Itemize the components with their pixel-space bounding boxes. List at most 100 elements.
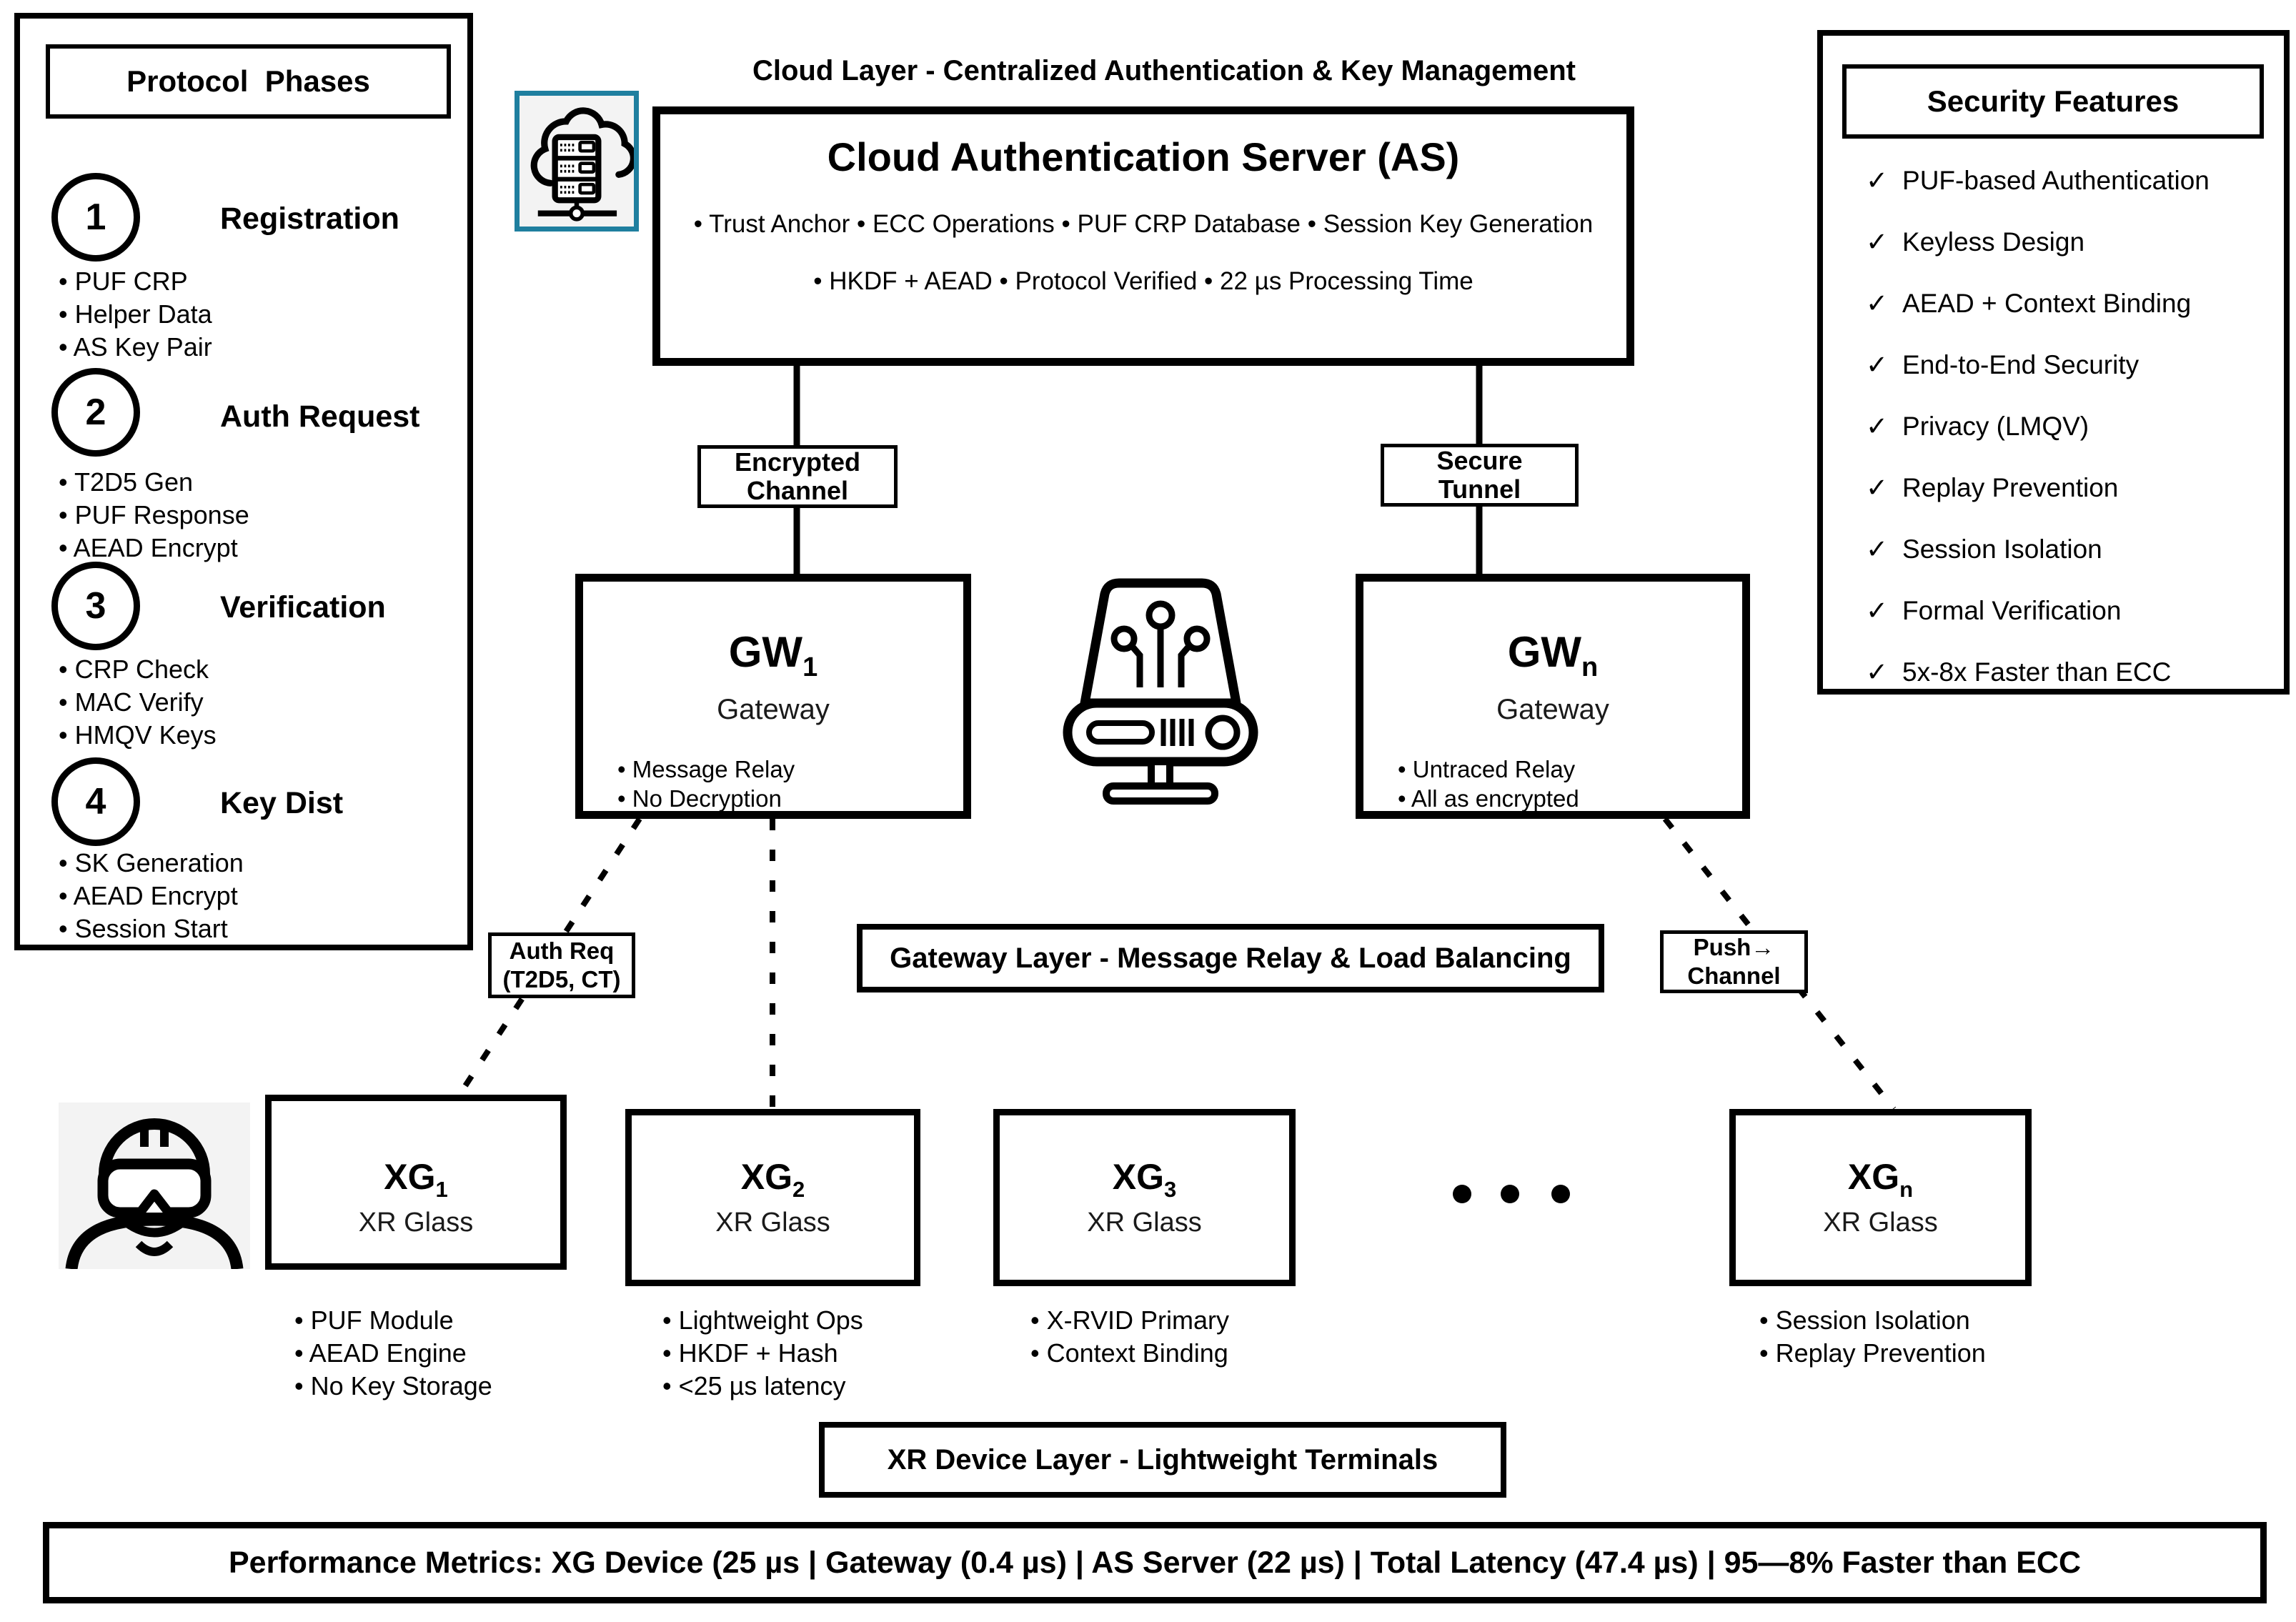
router-icon xyxy=(1063,578,1258,805)
list-item: ✓5x-8x Faster than ECC xyxy=(1866,657,2172,687)
list-item: SK Generation xyxy=(59,847,244,880)
list-item: Context Binding xyxy=(1030,1337,1229,1370)
gateway-n-box: GWn Gateway Untraced Relay All as encryp… xyxy=(1356,574,1750,819)
list-item: Untraced Relay xyxy=(1398,755,1579,784)
encrypted-channel-label: Encrypted Channel xyxy=(697,445,898,508)
auth-req-label: Auth Req (T2D5, CT) xyxy=(488,932,635,998)
label-line: Channel xyxy=(1687,962,1781,989)
xg1-name: XG1 xyxy=(384,1157,448,1202)
label-line: Auth Req xyxy=(509,937,615,964)
list-item: AEAD Encrypt xyxy=(59,880,244,912)
phase-4-title: Key Dist xyxy=(220,786,344,820)
protocol-phases-title: Protocol Phases xyxy=(46,44,451,119)
list-item: Lightweight Ops xyxy=(662,1304,863,1337)
check-icon: ✓ xyxy=(1866,473,1889,502)
xg2-role: XR Glass xyxy=(715,1207,830,1238)
secure-tunnel-label: Secure Tunnel xyxy=(1381,444,1579,507)
list-item: AEAD Encrypt xyxy=(59,532,249,564)
protocol-phases-panel: Protocol Phases 1 Registration PUF CRP H… xyxy=(14,13,473,950)
list-item: Message Relay xyxy=(617,755,795,784)
check-icon: ✓ xyxy=(1866,350,1889,379)
list-item: ✓AEAD + Context Binding xyxy=(1866,289,2192,318)
list-item: PUF CRP xyxy=(59,265,212,298)
cloud-layer-heading: Cloud Layer - Centralized Authentication… xyxy=(752,54,1576,86)
label-line: Secure xyxy=(1436,446,1523,475)
phase-1-title: Registration xyxy=(220,201,399,236)
phase-2-number-badge: 2 xyxy=(51,368,140,457)
xgn-box: XGn XR Glass xyxy=(1729,1109,2032,1286)
gateway-layer-heading: Gateway Layer - Message Relay & Load Bal… xyxy=(857,924,1604,992)
xgn-role: XR Glass xyxy=(1823,1207,1938,1238)
list-item: No Decryption xyxy=(617,784,795,813)
phase-3-number-badge: 3 xyxy=(51,562,140,650)
xr-device-layer-heading: XR Device Layer - Lightweight Terminals xyxy=(819,1422,1506,1498)
check-icon: ✓ xyxy=(1866,412,1889,441)
xg3-role: XR Glass xyxy=(1087,1207,1202,1238)
list-item: X-RVID Primary xyxy=(1030,1304,1229,1337)
phase-4-number-badge: 4 xyxy=(51,757,140,846)
security-features-panel: Security Features ✓PUF-based Authenticat… xyxy=(1817,30,2290,695)
phase-2-items: T2D5 Gen PUF Response AEAD Encrypt xyxy=(59,466,249,564)
list-item: ✓Replay Prevention xyxy=(1866,473,2119,502)
list-item: ✓End-to-End Security xyxy=(1866,350,2140,379)
gateway-1-name: GW1 xyxy=(728,627,818,682)
gateway-n-name: GWn xyxy=(1507,627,1599,682)
list-item: ✓Privacy (LMQV) xyxy=(1866,412,2089,441)
list-item: ✓Session Isolation xyxy=(1866,534,2102,564)
check-icon: ✓ xyxy=(1866,657,1889,687)
gateway-1-role: Gateway xyxy=(717,693,830,725)
list-item: PUF Module xyxy=(294,1304,492,1337)
xgn-items: Session Isolation Replay Prevention xyxy=(1759,1304,1986,1370)
list-item: Helper Data xyxy=(59,298,212,331)
xgn-name: XGn xyxy=(1847,1157,1914,1202)
xg3-box: XG3 XR Glass xyxy=(993,1109,1296,1286)
cloud-auth-server-box: Cloud Authentication Server (AS) • Trust… xyxy=(652,106,1634,366)
list-item: MAC Verify xyxy=(59,686,217,719)
phase-3-title: Verification xyxy=(220,590,386,625)
list-item: No Key Storage xyxy=(294,1370,492,1403)
check-icon: ✓ xyxy=(1866,596,1889,625)
ellipsis-dots xyxy=(1453,1185,1570,1203)
label-line: Tunnel xyxy=(1438,474,1521,504)
check-icon: ✓ xyxy=(1866,289,1889,318)
list-item: AS Key Pair xyxy=(59,331,212,364)
list-item: CRP Check xyxy=(59,653,217,686)
security-features-title: Security Features xyxy=(1842,64,2264,139)
list-item: All as encrypted xyxy=(1398,784,1579,813)
xr-user-icon xyxy=(59,1103,250,1269)
phase-2-title: Auth Request xyxy=(220,399,420,434)
push-channel-label: Push→ Channel xyxy=(1660,930,1808,993)
list-item: <25 µs latency xyxy=(662,1370,863,1403)
label-line: Push→ xyxy=(1693,934,1775,960)
phase-1-number-badge: 1 xyxy=(51,173,140,262)
list-item: Replay Prevention xyxy=(1759,1337,1986,1370)
xg3-name: XG3 xyxy=(1112,1157,1177,1202)
list-item: HKDF + Hash xyxy=(662,1337,863,1370)
phase-3-items: CRP Check MAC Verify HMQV Keys xyxy=(59,653,217,752)
as-capabilities-line: • Trust Anchor • ECC Operations • PUF CR… xyxy=(693,210,1594,238)
gateway-n-role: Gateway xyxy=(1496,693,1609,725)
list-item: Session Start xyxy=(59,912,244,945)
list-item: HMQV Keys xyxy=(59,719,217,752)
list-item: ✓Keyless Design xyxy=(1866,227,2085,257)
check-icon: ✓ xyxy=(1866,534,1889,564)
xg1-items: PUF Module AEAD Engine No Key Storage xyxy=(294,1304,492,1403)
as-protocol-line: • HKDF + AEAD • Protocol Verified • 22 µ… xyxy=(813,267,1473,295)
label-line: Encrypted xyxy=(734,447,861,477)
list-item: PUF Response xyxy=(59,499,249,532)
check-icon: ✓ xyxy=(1866,166,1889,195)
label-line: Channel xyxy=(746,476,848,505)
phase-4-items: SK Generation AEAD Encrypt Session Start xyxy=(59,847,244,945)
xg1-box: XG1 XR Glass xyxy=(265,1095,567,1270)
gateway-1-box: GW1 Gateway Message Relay No Decryption xyxy=(575,574,971,819)
xg2-items: Lightweight Ops HKDF + Hash <25 µs laten… xyxy=(662,1304,863,1403)
phase-1-items: PUF CRP Helper Data AS Key Pair xyxy=(59,265,212,364)
gateway-1-items: Message Relay No Decryption xyxy=(617,755,795,813)
list-item: T2D5 Gen xyxy=(59,466,249,499)
as-title: Cloud Authentication Server (AS) xyxy=(827,134,1460,179)
performance-metrics-bar: Performance Metrics: XG Device (25 µs | … xyxy=(43,1522,2267,1603)
list-item: AEAD Engine xyxy=(294,1337,492,1370)
security-features-list: ✓PUF-based Authentication ✓Keyless Desig… xyxy=(1866,150,2210,703)
xg2-name: XG2 xyxy=(740,1157,805,1202)
